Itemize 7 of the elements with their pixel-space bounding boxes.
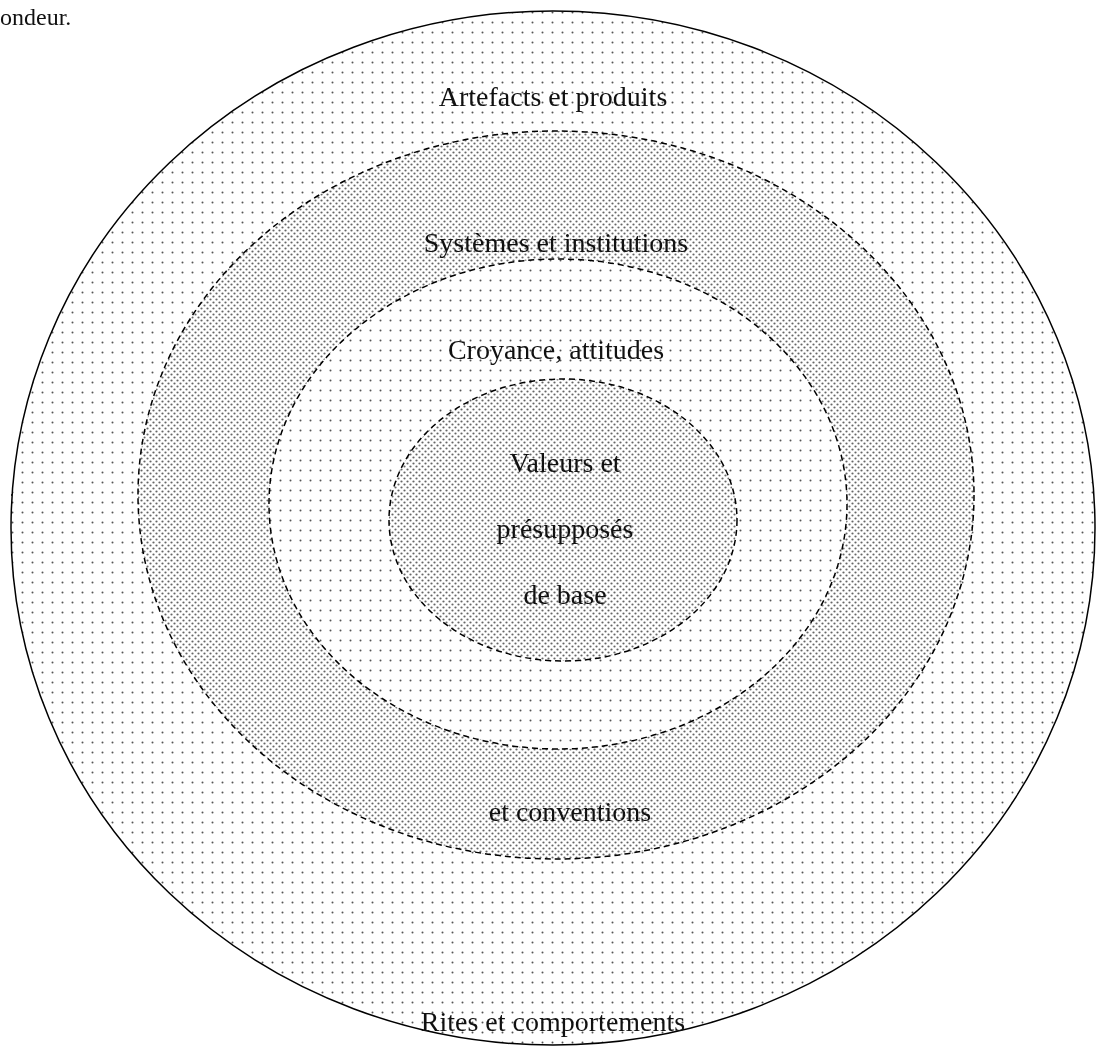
layer-label: Systèmes et institutions [423, 226, 689, 260]
text-fragment: ondeur. [0, 4, 72, 31]
layer-label: Rites et comportements [420, 1005, 686, 1039]
layer-label: Artefacts et produits [438, 80, 668, 114]
layer-label: Croyance, attitudes [447, 333, 665, 367]
layer-label: et conventions [488, 795, 652, 829]
layer-label: Valeurs et présupposés de base [495, 446, 635, 612]
